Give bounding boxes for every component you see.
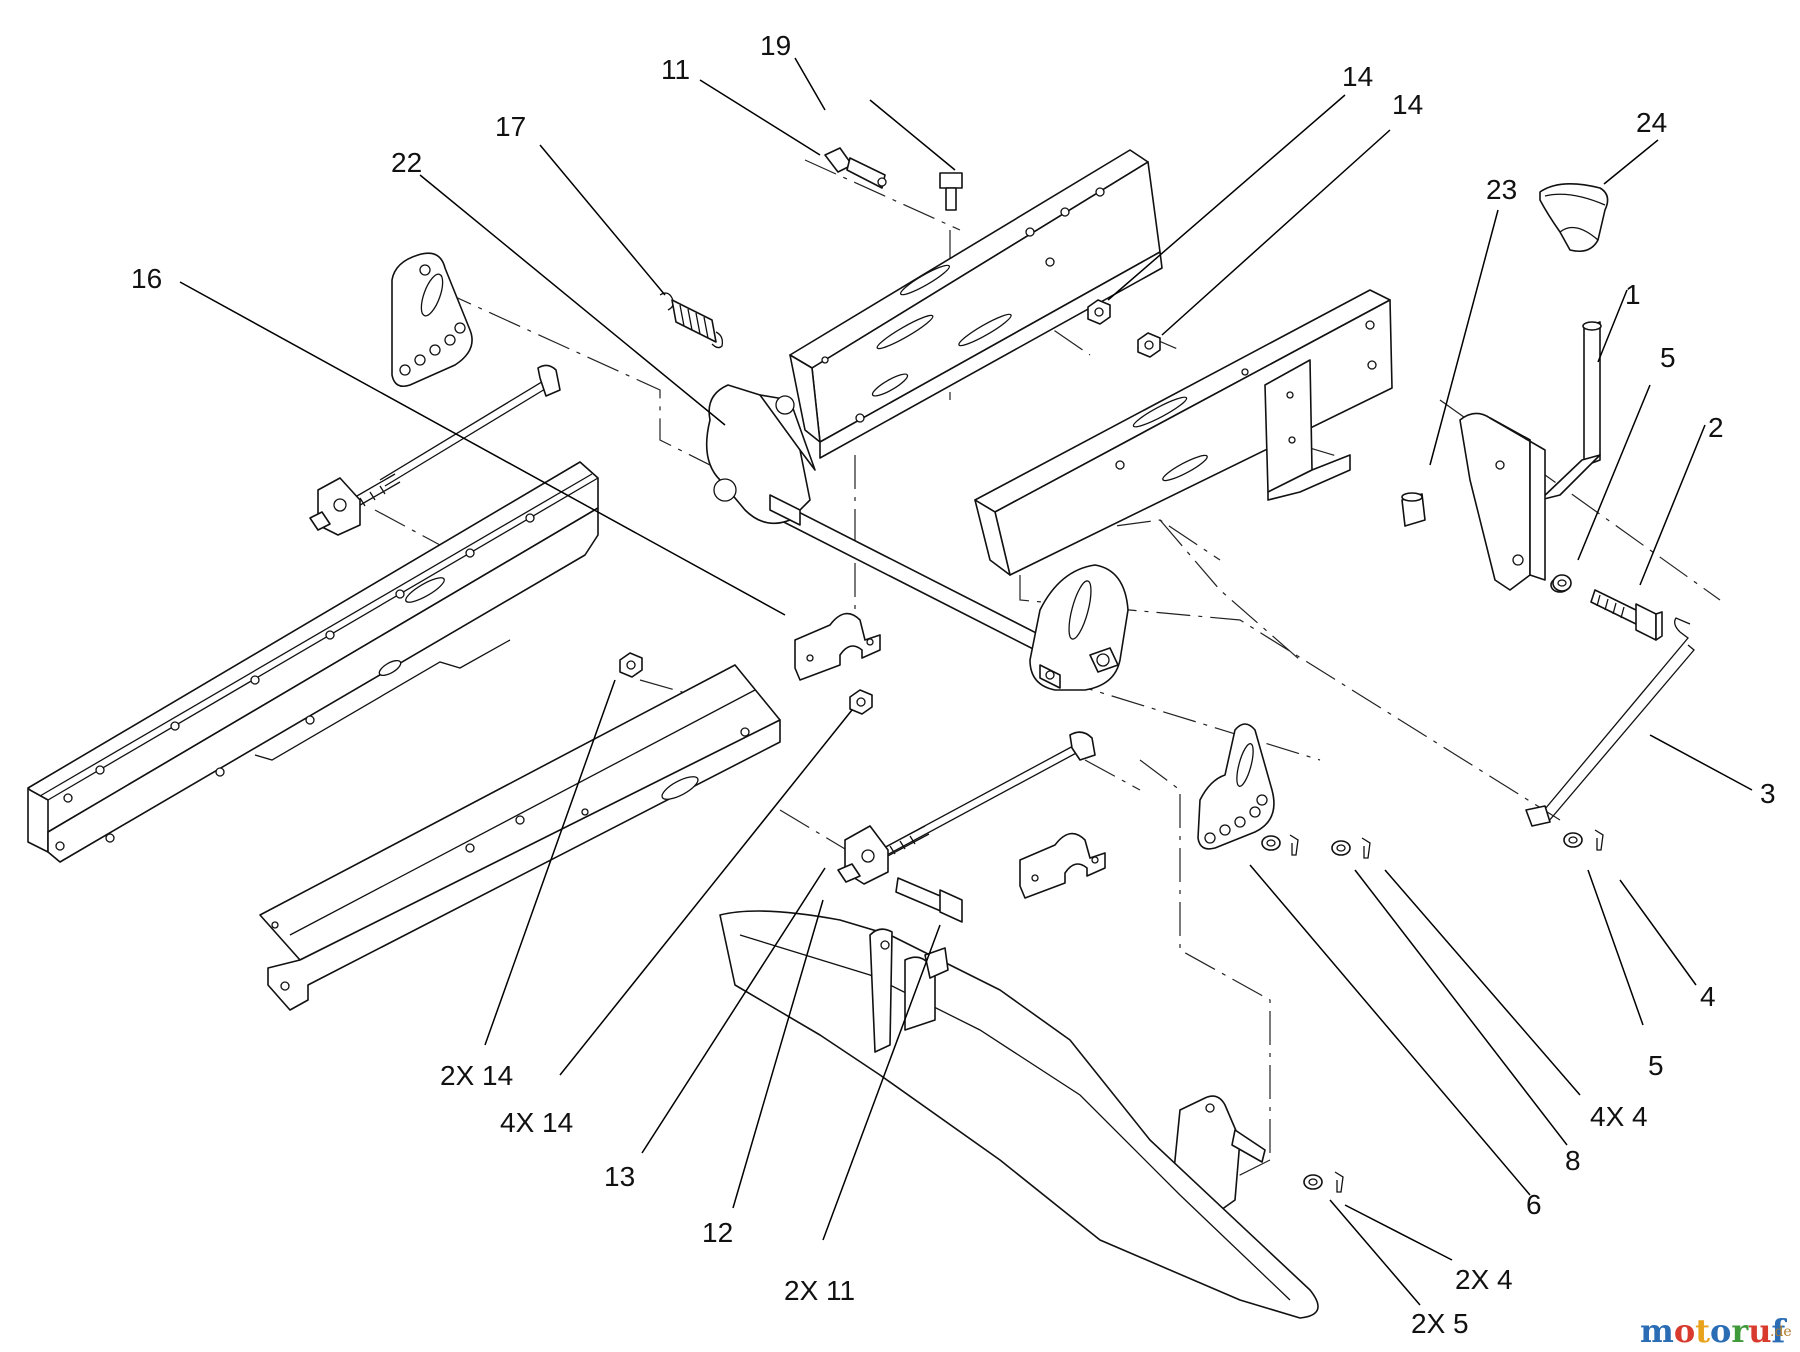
callouts: 19 11 17 22 16 14 14 24 23 1 5 2 3 4 5 4… xyxy=(131,30,1776,1339)
callout-13: 13 xyxy=(604,1161,635,1192)
left-frame-rail xyxy=(27,461,599,863)
upper-cross-channel xyxy=(789,149,1163,459)
callout-17: 17 xyxy=(495,111,526,142)
link-rod-left xyxy=(309,364,561,536)
right-cross-channel xyxy=(974,289,1393,576)
logo-letter-m: m xyxy=(1640,1312,1674,1350)
callout-19: 19 xyxy=(760,30,791,61)
bolt-19 xyxy=(939,172,963,211)
callout-24: 24 xyxy=(1636,107,1667,138)
svg-text:motoruf: motoruf xyxy=(1640,1312,1787,1350)
callout-5-bottom: 5 xyxy=(1648,1050,1664,1081)
callout-16: 16 xyxy=(131,263,162,294)
callout-12: 12 xyxy=(702,1217,733,1248)
callout-2x4: 2X 4 xyxy=(1455,1264,1513,1295)
callout-11-top: 11 xyxy=(661,54,690,85)
washer-5-top xyxy=(1552,574,1572,592)
nut-14-c xyxy=(619,652,643,678)
logo-letter-t: t xyxy=(1695,1312,1710,1350)
nut-14-b xyxy=(1137,332,1161,358)
clamp-upper xyxy=(794,612,881,681)
logo-letter-o1: o xyxy=(1674,1312,1695,1350)
shift-rod-3 xyxy=(1525,617,1695,827)
bolt-11-lower xyxy=(895,877,963,923)
spring-17 xyxy=(659,292,724,349)
logo-letter-o2: o xyxy=(1710,1312,1731,1350)
bolt-2 xyxy=(1590,589,1663,641)
callout-5-top: 5 xyxy=(1660,342,1676,373)
torsion-shaft xyxy=(705,384,1129,691)
callout-6: 6 xyxy=(1526,1189,1542,1220)
callout-22: 22 xyxy=(391,147,422,178)
height-plate-left xyxy=(391,252,473,388)
washers-and-pins xyxy=(1261,577,1604,1193)
lever-1 xyxy=(1459,321,1602,591)
callout-3: 3 xyxy=(1760,778,1776,809)
callout-4x4: 4X 4 xyxy=(1590,1101,1648,1132)
bolt-11-top xyxy=(824,147,887,189)
callout-2: 2 xyxy=(1708,412,1724,443)
nut-14-a xyxy=(1087,299,1111,325)
link-rod-lower xyxy=(837,731,1096,885)
height-plate-right xyxy=(1197,723,1275,850)
logo-letter-f: f xyxy=(1771,1312,1787,1350)
callout-4: 4 xyxy=(1700,981,1716,1012)
motoruf-logo: motoruf .de xyxy=(1640,1312,1792,1350)
logo-letter-r: r xyxy=(1731,1312,1749,1350)
callout-1: 1 xyxy=(1625,279,1641,310)
callout-14-b: 14 xyxy=(1392,89,1423,120)
deck-arm xyxy=(719,910,1319,1319)
callout-2x11: 2X 11 xyxy=(784,1275,855,1306)
callout-4x14: 4X 14 xyxy=(500,1107,573,1138)
knob-24 xyxy=(1539,183,1609,253)
callout-2x5: 2X 5 xyxy=(1411,1308,1469,1339)
nut-14-d xyxy=(849,689,873,715)
callout-8: 8 xyxy=(1565,1145,1581,1176)
logo-letter-u: u xyxy=(1748,1312,1771,1350)
callout-2x14: 2X 14 xyxy=(440,1060,513,1091)
clamp-lower xyxy=(1019,832,1106,899)
callout-23: 23 xyxy=(1486,174,1517,205)
logo-suffix: .de xyxy=(1770,1324,1792,1340)
callout-14-a: 14 xyxy=(1342,61,1373,92)
leader-lines xyxy=(179,57,1753,1306)
lower-frame-rail xyxy=(259,664,781,1011)
spacer-23 xyxy=(1401,492,1426,527)
